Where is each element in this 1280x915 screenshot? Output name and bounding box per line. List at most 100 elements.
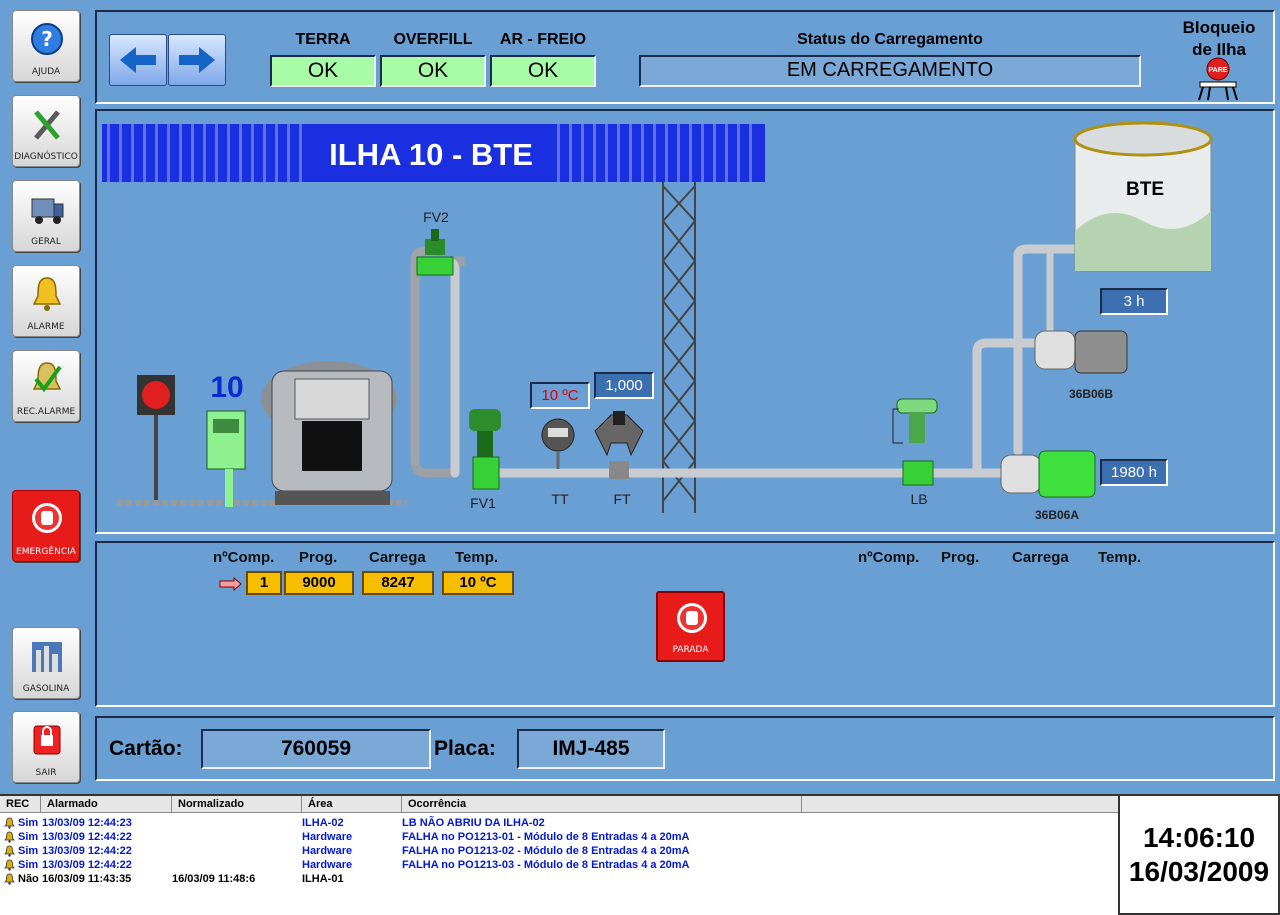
alarm-cell-ocorrencia: FALHA no PO1213-02 - Módulo de 8 Entrada… <box>402 845 690 857</box>
alarm-label: ALARME <box>27 322 65 332</box>
card-reader <box>206 410 246 507</box>
loading-status-label: Status do Carregamento <box>797 31 983 48</box>
overfill-label: OVERFILL <box>393 31 473 48</box>
col-temp: Temp. <box>455 549 499 566</box>
alarm-cell-alarmado: 13/03/09 12:44:22 <box>42 859 132 871</box>
pump-b-hours: 3 h <box>1100 288 1168 315</box>
comp-number: 1 <box>246 571 282 595</box>
clock-date: 16/03/2009 <box>1128 856 1270 887</box>
island-lock-label-2: de Ilha <box>1192 40 1246 59</box>
back-button[interactable] <box>109 34 167 86</box>
tanker-truck <box>261 361 397 505</box>
cartao-value: 760059 <box>201 729 431 769</box>
alarm-button[interactable]: ALARME <box>12 265 80 337</box>
col-comp-right: nºComp. <box>858 549 920 566</box>
island-lock-label: Bloqueio <box>1182 18 1256 37</box>
alarm-cell-area: ILHA-02 <box>302 817 344 829</box>
loading-status-value: EM CARREGAMENTO <box>639 55 1141 87</box>
clock-panel: 14:06:10 16/03/2009 <box>1118 794 1280 915</box>
island-lock-button[interactable]: PARE <box>1196 56 1242 102</box>
forward-button[interactable] <box>168 34 226 86</box>
svg-text:?: ? <box>41 27 53 51</box>
col-comp: nºComp. <box>213 549 275 566</box>
alarm-cell-area: Hardware <box>302 859 353 871</box>
rec-alarm-button[interactable]: REC.ALARME <box>12 350 80 422</box>
placa-value: IMJ-485 <box>517 729 665 769</box>
stop-button[interactable]: PARADA <box>656 591 725 662</box>
exit-button[interactable]: SAIR <box>12 711 80 783</box>
alarm-col-rec[interactable]: REC <box>0 796 41 813</box>
flow-transmitter[interactable] <box>594 411 644 479</box>
alarm-bell-icon <box>4 859 15 871</box>
fv1-valve[interactable] <box>469 409 501 490</box>
diagnostic-label: DIAGNÓSTICO <box>14 152 78 162</box>
emergency-button[interactable]: EMERGÊNCIA <box>12 490 80 562</box>
help-label: AJUDA <box>31 67 61 77</box>
lb-valve[interactable] <box>892 398 938 486</box>
alarm-col-area[interactable]: Área <box>302 796 402 813</box>
row-pointer-icon <box>219 577 242 591</box>
alarm-cell-ocorrencia: LB NÃO ABRIU DA ILHA-02 <box>402 817 545 829</box>
alarm-col-normalizado[interactable]: Normalizado <box>172 796 302 813</box>
stop-label: PARADA <box>672 645 709 655</box>
emergency-label: EMERGÊNCIA <box>16 547 76 557</box>
overview-label: GERAL <box>31 237 61 247</box>
tank-label: BTE <box>1126 179 1164 200</box>
fv1-label: FV1 <box>470 495 496 511</box>
help-icon: ? <box>31 23 63 55</box>
alarm-cell-area: Hardware <box>302 831 353 843</box>
alarm-cell-ocorrencia: FALHA no PO1213-03 - Módulo de 8 Entrada… <box>402 859 690 871</box>
ar-freio-status: OK <box>490 55 596 87</box>
overview-button[interactable]: GERAL <box>12 180 80 252</box>
comp-carrega: 8247 <box>362 571 434 595</box>
refinery-icon <box>32 642 62 672</box>
gasoline-button[interactable]: GASOLINA <box>12 627 80 699</box>
flow-reading: 1,000 <box>594 372 654 399</box>
island-title: ILHA 10 - BTE <box>329 137 533 172</box>
alarm-cell-alarmado: 13/03/09 12:44:22 <box>42 845 132 857</box>
diagnostic-button[interactable]: DIAGNÓSTICO <box>12 95 80 167</box>
help-button[interactable]: ? AJUDA <box>12 10 80 82</box>
alarm-cell-area: ILHA-01 <box>302 873 344 885</box>
pump-36b06a[interactable] <box>1000 450 1096 498</box>
placa-label: Placa: <box>434 737 496 760</box>
alarm-cell-rec: Sim <box>18 845 39 857</box>
stop-sign-text: PARE <box>1209 67 1228 74</box>
arrow-left-icon <box>120 47 156 73</box>
pump-a-hours: 1980 h <box>1100 459 1168 486</box>
wrench-icon <box>34 110 60 140</box>
stop-hand-icon <box>32 503 62 533</box>
alarm-cell-rec: Sim <box>18 831 39 843</box>
alarm-cell-rec: Sim <box>18 859 39 871</box>
card-panel <box>95 716 1275 781</box>
banner-stripes <box>107 124 752 182</box>
terra-status: OK <box>270 55 376 87</box>
bte-tank <box>1073 121 1213 272</box>
alarm-cell-alarmado: 13/03/09 12:44:23 <box>42 817 132 829</box>
clock-time: 14:06:10 <box>1142 822 1256 853</box>
temperature-reading: 10 ºC <box>530 382 590 409</box>
comp-prog: 9000 <box>284 571 354 595</box>
alarm-col-alarmado[interactable]: Alarmado <box>41 796 172 813</box>
temperature-transmitter[interactable] <box>541 418 575 469</box>
alarm-col-ocorrencia[interactable]: Ocorrência <box>402 796 802 813</box>
pump-a-label: 36B06A <box>1035 508 1079 522</box>
stop-hand-icon <box>677 603 707 633</box>
alarm-cell-alarmado: 13/03/09 12:44:22 <box>42 831 132 843</box>
arrow-right-icon <box>179 47 215 73</box>
col-prog-right: Prog. <box>941 549 980 566</box>
pump-36b06b[interactable] <box>1034 330 1128 374</box>
process-diagram: ILHA 10 - BTE 10 <box>102 121 1213 522</box>
fv2-valve[interactable] <box>416 229 454 276</box>
ft-label: FT <box>613 491 631 507</box>
alarm-cell-area: Hardware <box>302 845 353 857</box>
bell-check-icon <box>32 362 62 393</box>
ar-freio-label: AR - FREIO <box>499 31 587 48</box>
alarm-table: REC Alarmado Normalizado Área Ocorrência… <box>0 794 1118 915</box>
fv2-label: FV2 <box>423 209 449 225</box>
